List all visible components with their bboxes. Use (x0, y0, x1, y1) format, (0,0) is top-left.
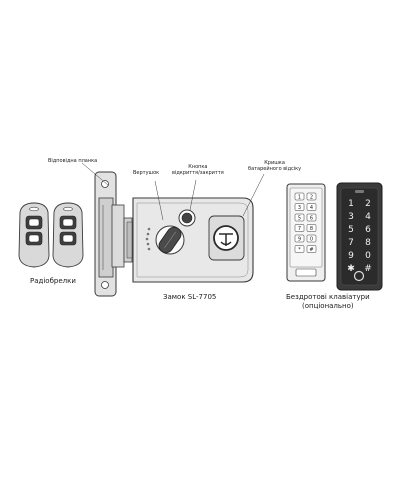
keypad-right-key-label: 3 (348, 212, 354, 222)
leader-lines (81, 162, 265, 221)
brand-logo (213, 225, 239, 251)
label-remotes: Радіобрелки (30, 277, 76, 285)
keypad-right-key-label: 5 (348, 225, 354, 235)
remote-fob-left (18, 202, 50, 268)
keypad-right-key-label: 0 (365, 251, 371, 261)
thumb-turn (155, 225, 185, 255)
card-reader-icon (353, 270, 365, 282)
label-open-close-line1: Кнопка (188, 164, 208, 170)
label-strike-plate: Відповідна планка (48, 158, 98, 164)
strike-plate (94, 171, 125, 297)
keypad-left-key (306, 234, 317, 243)
label-battery-line2: батарейного відсіку (248, 166, 302, 172)
keypad-right-key-label: 8 (365, 238, 371, 248)
label-open-close-button: Кнопка відкриття/закриття (172, 164, 224, 176)
keypad-left-key (294, 192, 305, 201)
keypad-left-key-label: 6 (310, 216, 313, 222)
open-close-button (178, 209, 196, 227)
keypad-left-key (294, 203, 305, 211)
label-keypads-line1: Бездротові клавіатури (286, 293, 370, 301)
keypad-left-key-label: 8 (310, 226, 313, 232)
keypad-left-key-label: 0 (310, 237, 313, 243)
keypad-left-key (294, 224, 305, 232)
keypad-left-key-label: 5 (298, 216, 301, 222)
keypad-right-key-label: ✱ (347, 264, 355, 274)
label-thumb-turn: Вертушок (133, 170, 160, 176)
keypad-left-key-label: 3 (298, 205, 301, 211)
indicator-dots (145, 227, 151, 251)
keypad-left-key (306, 192, 317, 201)
keypad-left-key-label: 9 (298, 237, 301, 243)
keypad-left-key (294, 234, 305, 243)
remote-fob-right (52, 202, 84, 268)
keypad-left-key-label: * (298, 247, 301, 253)
keypad-left-key (294, 245, 305, 253)
keypad-left-key (306, 203, 317, 211)
keypad-right-key-label: 2 (365, 199, 371, 209)
keypad-left-key-label: 7 (298, 226, 301, 232)
label-keypads-line2: (опціонально) (301, 302, 354, 310)
keypad-left-key (306, 224, 317, 232)
label-battery-line1: Кришка (264, 160, 285, 166)
keypad-left-key (306, 213, 317, 222)
lock-body (123, 197, 254, 283)
keypad-right-key-label: 4 (365, 212, 371, 222)
keypad-left-key-label: 4 (310, 205, 313, 211)
keypad-right-key-label: 1 (348, 199, 354, 209)
keypad-right-key-label: 9 (348, 251, 354, 261)
keypad-left-key-label: # (309, 247, 313, 253)
keypad-left: 1 2 3 4 5 6 7 8 9 0 * # (286, 183, 326, 282)
keypad-right-key-label: 6 (365, 225, 371, 235)
label-keypads: Бездротові клавіатури (опціонально) (286, 293, 370, 311)
keypad-right-key-label: 7 (348, 238, 354, 248)
label-lock-model: Замок SL-7705 (163, 293, 217, 301)
keypad-right: 1 2 3 4 5 6 7 8 9 0 ✱ # (336, 182, 383, 291)
keypad-right-key-label: # (364, 264, 372, 274)
keypad-left-key (294, 213, 305, 222)
keypad-left-key-label: 1 (298, 195, 301, 201)
keypad-left-key-label: 2 (310, 195, 313, 201)
keypad-left-key (306, 245, 317, 253)
label-battery-cover: Кришка батарейного відсіку (248, 160, 301, 172)
label-open-close-line2: відкриття/закриття (172, 170, 224, 176)
